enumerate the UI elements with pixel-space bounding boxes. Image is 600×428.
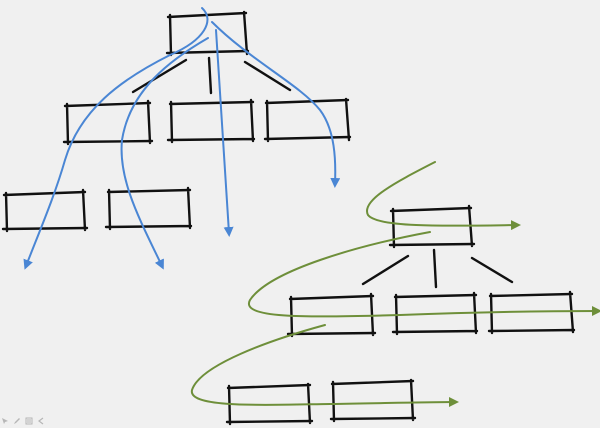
pointer-icon[interactable] [0,417,9,426]
node-level1-right [487,290,576,335]
pen-icon[interactable] [12,417,21,426]
node-level1-middle [166,98,256,144]
tree-green-edges [361,248,514,289]
tree-blue [1,7,352,270]
menu-icon[interactable] [24,417,33,426]
tree-blue-edges [131,56,292,95]
tree-green-traversal-arrows [190,161,600,408]
node-level1-left [62,99,154,146]
edge-root-to-right-child [243,60,292,92]
arrow-through-level0 [365,161,521,231]
arrow-to-level2-right [120,37,209,270]
tree-blue-traversal-arrows [23,7,341,270]
edge-root-to-middle-child [432,248,438,289]
edge-root-to-left-child [361,254,410,286]
arrow-through-level1 [247,231,600,318]
edge-root-to-middle-child [207,56,213,95]
arrow-to-level1-middle [215,29,234,237]
prev-slide-icon[interactable] [36,417,45,426]
edge-root-to-right-child [470,256,514,284]
node-level2-right [104,186,193,231]
arrow-through-level2 [190,324,459,408]
arrow-to-level1-right [211,21,341,188]
node-root [388,204,476,249]
node-level2-right [329,378,417,423]
arrow-to-level2-left [23,7,209,270]
slideshow-toolbar [0,416,45,426]
edge-root-to-left-child [131,58,188,94]
node-level1-right [263,97,352,143]
node-level2-left [1,188,89,233]
tree-green [190,161,600,426]
node-level2-left [225,382,314,426]
